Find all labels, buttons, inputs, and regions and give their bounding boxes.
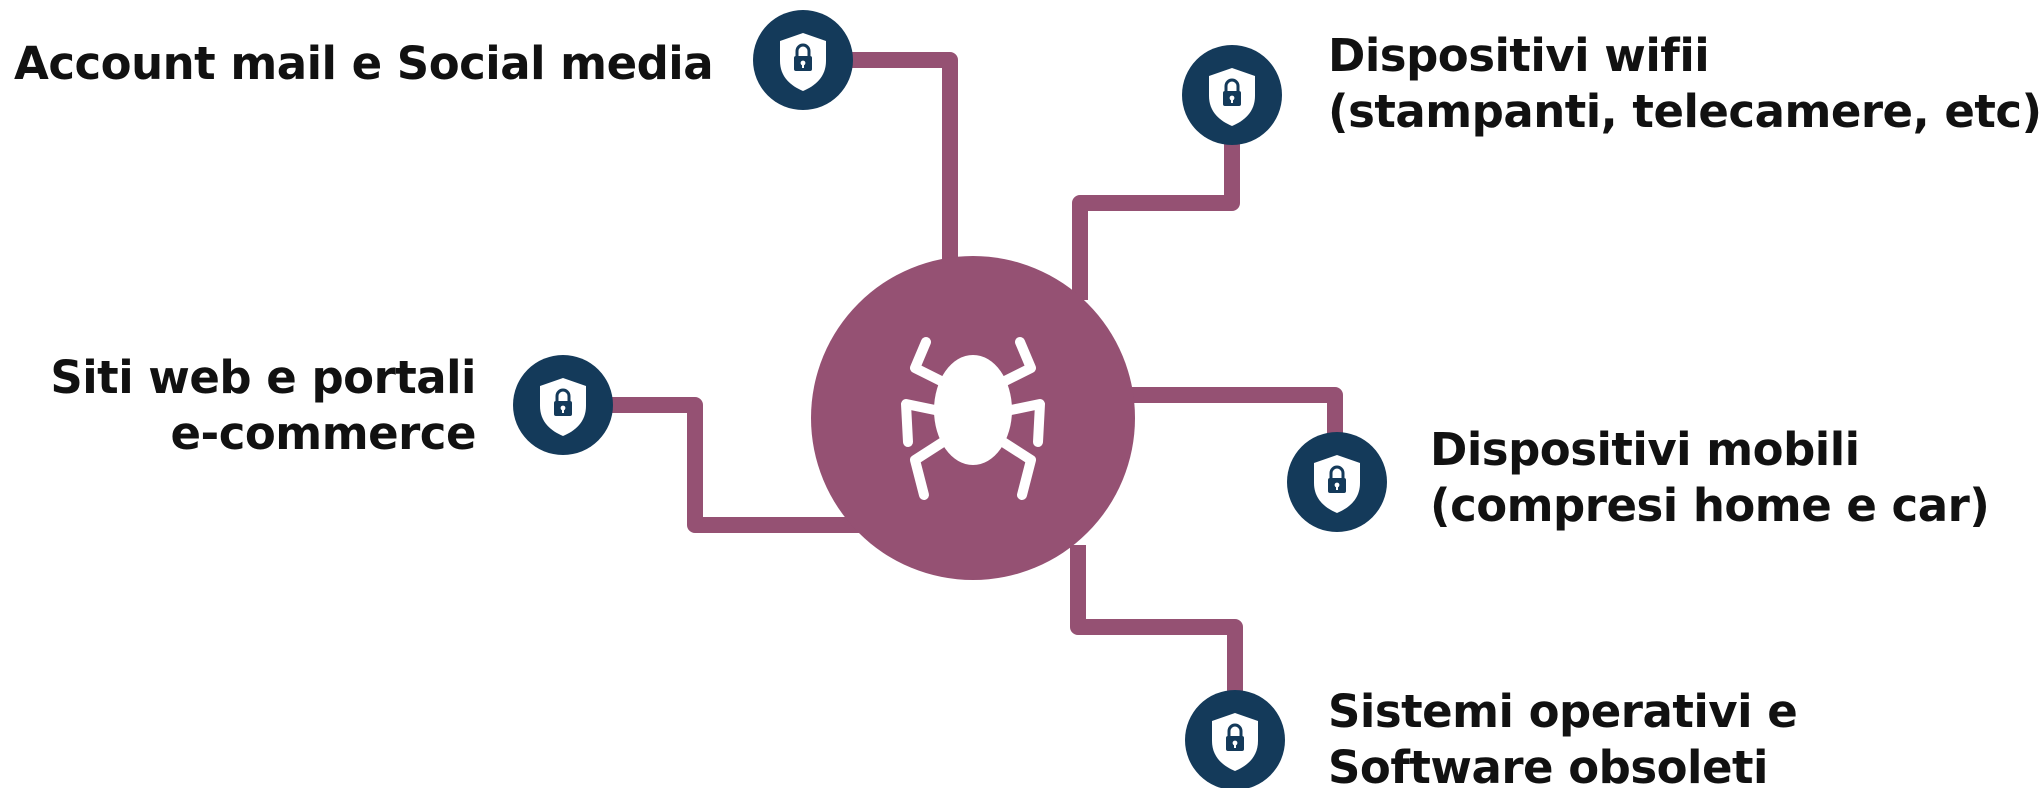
label-mobile-line-2: (compresi home e car) bbox=[1430, 479, 1990, 532]
node-os bbox=[1185, 690, 1285, 788]
label-wifi-line-1: Dispositivi wifii bbox=[1328, 29, 1710, 82]
label-account-line-1: Account mail e Social media bbox=[14, 37, 714, 90]
connector-wifi bbox=[1072, 95, 1240, 300]
label-os: Sistemi operativi e Software obsoleti bbox=[1328, 684, 1798, 796]
label-account: Account mail e Social media bbox=[14, 36, 714, 92]
node-account bbox=[753, 10, 853, 110]
node-mobile bbox=[1287, 432, 1387, 532]
label-mobile-line-1: Dispositivi mobili bbox=[1430, 423, 1860, 476]
node-web bbox=[513, 355, 613, 455]
label-wifi: Dispositivi wifii (stampanti, telecamere… bbox=[1328, 28, 2039, 140]
connector-os bbox=[1070, 545, 1243, 700]
bug-icon bbox=[901, 337, 1045, 500]
connector-lines bbox=[565, 52, 1343, 700]
label-web-line-2: e-commerce bbox=[170, 407, 477, 460]
label-os-line-1: Sistemi operativi e bbox=[1328, 685, 1798, 738]
label-web-line-1: Siti web e portali bbox=[50, 351, 476, 404]
connector-web bbox=[565, 397, 870, 533]
label-web: Siti web e portali e-commerce bbox=[50, 350, 476, 462]
label-os-line-2: Software obsoleti bbox=[1328, 741, 1768, 794]
label-wifi-line-2: (stampanti, telecamere, etc) bbox=[1328, 85, 2039, 138]
label-mobile: Dispositivi mobili (compresi home e car) bbox=[1430, 422, 1990, 534]
node-wifi bbox=[1182, 45, 1282, 145]
